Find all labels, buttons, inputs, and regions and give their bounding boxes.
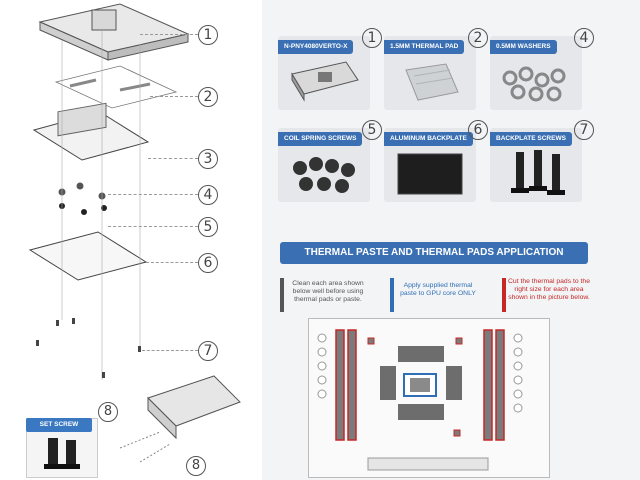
card-number-1: 1 (362, 28, 382, 48)
card-label-6: ALUMINUM BACKPLATE (384, 132, 473, 146)
instruction-pads: Cut the thermal pads to the right size f… (508, 278, 590, 301)
set-screw-icon (44, 438, 80, 469)
card-thermal-pad: 1.5MM THERMAL PAD (384, 36, 476, 110)
callout-line-1 (140, 34, 198, 35)
set-screw-label: SET SCREW (26, 418, 92, 432)
card-backplate: ALUMINUM BACKPLATE (384, 128, 476, 202)
pcb-layout-drawing (317, 329, 523, 471)
card-spring-screws: COIL SPRING SCREWS (278, 128, 370, 202)
instruction-bar-pads (502, 278, 506, 312)
card-label-2: 1.5MM THERMAL PAD (384, 40, 465, 54)
card-number-5: 5 (362, 120, 382, 140)
callout-line-5 (108, 226, 198, 227)
callout-number-8: 8 (98, 402, 118, 422)
instruction-bar-paste (390, 278, 394, 312)
gpu-waterblock-icon (291, 61, 359, 102)
instruction-bar-clean (280, 278, 284, 312)
callout-line-4 (108, 194, 198, 195)
spring-screws-icon (293, 157, 355, 193)
callout-number-3: 3 (198, 149, 218, 169)
backplate-screws-icon (511, 150, 565, 195)
washers-icon (502, 66, 566, 102)
application-banner: THERMAL PASTE AND THERMAL PADS APPLICATI… (280, 242, 588, 264)
callout-number-4: 4 (198, 185, 218, 205)
card-label-1: N-PNY4080VERTO-X (278, 40, 354, 54)
instruction-clean: Clean each area shown below well before … (292, 280, 364, 303)
card-label-4: 0.5MM WASHERS (490, 40, 557, 54)
callout-number-8-assembled: 8 (186, 456, 206, 476)
callout-line-2 (150, 96, 198, 97)
card-number-4: 4 (574, 28, 594, 48)
card-number-2: 2 (468, 28, 488, 48)
callout-number-5: 5 (198, 217, 218, 237)
callout-number-7: 7 (198, 341, 218, 361)
callout-line-6 (146, 262, 198, 263)
thermal-pad-icon (405, 63, 459, 101)
backplate-icon (397, 153, 463, 195)
callout-line-3 (148, 158, 198, 159)
card-number-7: 7 (574, 120, 594, 140)
card-label-5: COIL SPRING SCREWS (278, 132, 363, 146)
callout-line-7 (142, 350, 198, 351)
card-washers: 0.5MM WASHERS (490, 36, 582, 110)
callout-number-6: 6 (198, 253, 218, 273)
card-backplate-screws: BACKPLATE SCREWS (490, 128, 582, 202)
card-gpu-waterblock: N-PNY4080VERTO-X (278, 36, 370, 110)
exploded-diagram: 1 2 3 4 5 6 7 8 8 SET SCREW (0, 0, 262, 480)
card-number-6: 6 (468, 120, 488, 140)
exploded-view-drawing (28, 3, 241, 463)
callout-number-2: 2 (198, 87, 218, 107)
card-label-7: BACKPLATE SCREWS (490, 132, 572, 146)
callout-number-1: 1 (198, 25, 218, 45)
instruction-paste: Apply supplied thermal paste to GPU core… (400, 282, 476, 297)
